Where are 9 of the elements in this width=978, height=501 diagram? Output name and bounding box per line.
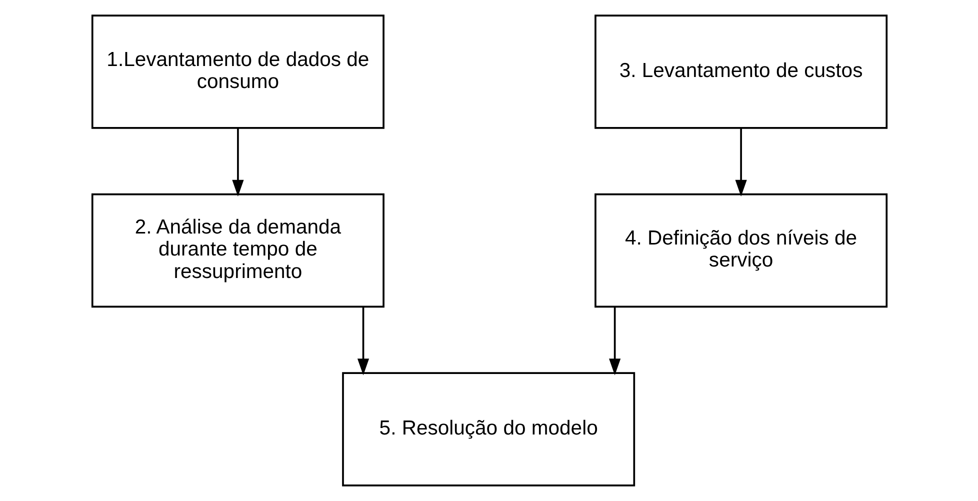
arrow	[232, 128, 244, 196]
node-box: 1.Levantamento de dados de consumo	[90, 14, 384, 129]
arrow	[734, 128, 746, 196]
node-box: 4. Definição dos níveis de serviço	[594, 193, 888, 308]
node-box: 3. Levantamento de custos	[594, 14, 888, 129]
arrow	[356, 307, 369, 376]
node-box: 5. Resolução do modelo	[342, 372, 635, 486]
node-box: 2. Análise da demanda durante tempo de ressuprimento	[90, 193, 384, 308]
arrow	[608, 307, 620, 376]
